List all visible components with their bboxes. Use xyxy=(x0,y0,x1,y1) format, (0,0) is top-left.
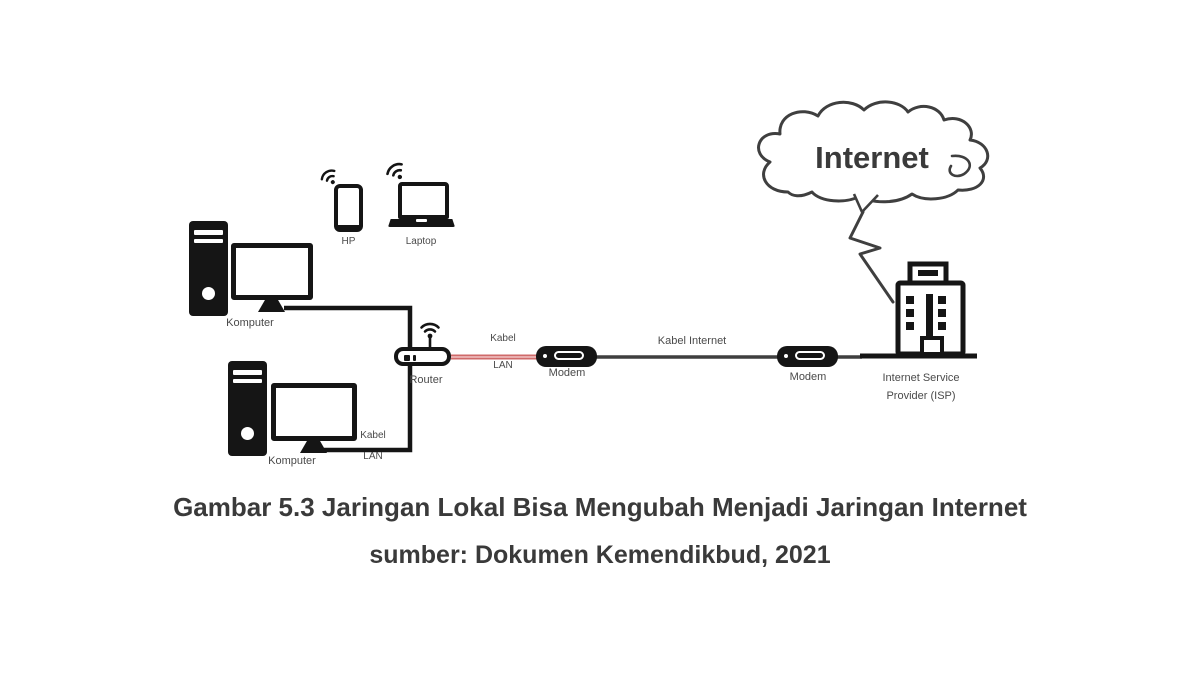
modem-led xyxy=(784,354,788,358)
router-port xyxy=(413,355,416,361)
monitor-icon xyxy=(271,383,357,441)
figure-source: sumber: Dokumen Kemendikbud, 2021 xyxy=(369,541,831,569)
isp-label: Internet Service Provider (ISP) xyxy=(856,372,986,404)
power-button-dot xyxy=(202,287,215,300)
monitor-stand xyxy=(258,298,285,312)
kabel-lan-red-label-1: Kabel xyxy=(490,333,516,344)
tower-stripe xyxy=(194,230,223,235)
lightning-icon xyxy=(848,210,895,304)
monitor-stand xyxy=(300,439,327,453)
modem-icon xyxy=(536,346,597,367)
cloud-label: Internet xyxy=(815,140,929,175)
hp-label: HP xyxy=(341,236,356,247)
window xyxy=(906,296,914,304)
kabel-lan-label-1: Kabel xyxy=(360,430,386,441)
laptop-icon xyxy=(398,182,449,219)
laptop-base xyxy=(388,219,455,227)
router-port xyxy=(404,355,410,361)
isp-building-icon xyxy=(860,261,977,359)
figure-caption: Gambar 5.3 Jaringan Lokal Bisa Mengubah … xyxy=(173,492,1027,522)
kabel-internet-label: Kabel Internet xyxy=(657,335,727,347)
modem-led xyxy=(543,354,547,358)
komputer1-label: Komputer xyxy=(226,317,274,329)
wifi-icon xyxy=(386,162,403,180)
window xyxy=(938,322,946,330)
building-column xyxy=(926,294,933,338)
cloud-curl xyxy=(948,154,971,178)
kabel-lan-red-label-2: LAN xyxy=(493,360,513,371)
window xyxy=(938,309,946,317)
desktop-tower-icon xyxy=(189,221,228,316)
wifi-icon xyxy=(320,169,336,185)
laptop-label: Laptop xyxy=(405,236,437,247)
kabel-lan-label-2: LAN xyxy=(363,451,383,462)
modem-slot xyxy=(795,351,825,360)
tower-stripe xyxy=(233,378,262,383)
monitor-icon xyxy=(231,243,313,300)
isp-label-line1: Internet Service xyxy=(882,372,960,384)
window xyxy=(906,322,914,330)
isp-label-line2: Provider (ISP) xyxy=(886,389,956,402)
building-door xyxy=(920,336,944,356)
roof-vent xyxy=(918,270,938,276)
window xyxy=(938,296,946,304)
modem1-label: Modem xyxy=(548,367,586,379)
router-label: Router xyxy=(409,374,443,386)
laptop-notch xyxy=(416,219,427,222)
komputer2-label: Komputer xyxy=(268,455,316,467)
internet-cloud-icon: Internet xyxy=(757,100,990,214)
router-icon xyxy=(394,347,451,366)
cloud-tail xyxy=(852,193,879,214)
modem-icon xyxy=(777,346,838,367)
modem2-label: Modem xyxy=(789,371,827,383)
tower-stripe xyxy=(233,370,262,375)
modem-slot xyxy=(554,351,584,360)
router-antenna-wifi-icon xyxy=(420,322,440,348)
smartphone-icon xyxy=(334,184,363,232)
power-button-dot xyxy=(241,427,254,440)
tower-stripe xyxy=(194,238,223,243)
lan-cable-line xyxy=(284,305,413,453)
desktop-tower-icon xyxy=(228,361,267,456)
window xyxy=(906,309,914,317)
